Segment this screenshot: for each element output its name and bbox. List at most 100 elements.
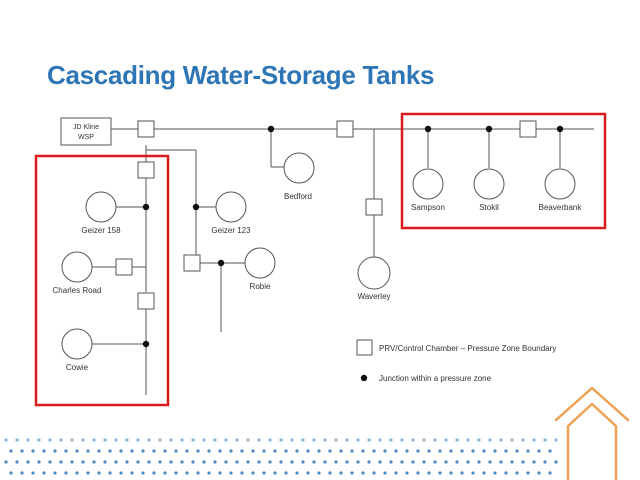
decorative-dot	[389, 438, 393, 442]
decorative-dot	[537, 449, 541, 453]
decorative-dot	[251, 471, 255, 475]
decorative-dot	[273, 449, 277, 453]
decorative-dot	[416, 449, 420, 453]
decorative-dot	[400, 460, 404, 464]
decorative-dot	[488, 460, 492, 464]
decorative-dot	[361, 449, 365, 453]
label-geizer158: Geizer 158	[81, 226, 121, 235]
tank-waverley	[357, 256, 391, 290]
decorative-dot	[548, 471, 552, 475]
decorative-dot	[213, 460, 217, 464]
prv-chamber-western	[137, 161, 155, 179]
decorative-dot	[405, 449, 409, 453]
decorative-dot	[64, 449, 68, 453]
decorative-dot	[273, 471, 277, 475]
label-bedford: Bedford	[284, 192, 312, 201]
decorative-dot	[169, 438, 173, 442]
decorative-dot	[455, 460, 459, 464]
tank-geizer123	[215, 191, 247, 223]
source-label-line1: JD Kline	[73, 124, 99, 131]
decorative-dot	[180, 460, 184, 464]
label-geizer123: Geizer 123	[211, 226, 251, 235]
decorative-dot	[257, 460, 261, 464]
tank-geizer158	[85, 191, 117, 223]
decorative-dot	[521, 460, 525, 464]
decorative-dot	[114, 438, 118, 442]
junction-beaverbank	[556, 125, 564, 133]
decorative-dot	[136, 438, 140, 442]
decorative-dot	[532, 438, 536, 442]
tank-sampson	[412, 168, 444, 200]
legend: PRV/Control Chamber – Pressure Zone Boun…	[356, 339, 556, 383]
decorative-dot	[372, 471, 376, 475]
decorative-dot	[53, 449, 57, 453]
decorative-dot	[48, 460, 52, 464]
decorative-dot	[141, 471, 145, 475]
decorative-dot	[290, 460, 294, 464]
decorative-dot	[455, 438, 459, 442]
decorative-dot	[75, 471, 79, 475]
decorative-dot	[334, 438, 338, 442]
decorative-dot	[81, 438, 85, 442]
decorative-dot	[53, 471, 57, 475]
decorative-dot	[125, 460, 129, 464]
source-label-line2: WSP	[78, 134, 94, 141]
prv-chamber-zone-b	[137, 292, 155, 310]
decorative-dot	[466, 460, 470, 464]
tank-beaverbank	[544, 168, 576, 200]
decorative-dot	[526, 471, 530, 475]
decorative-dot	[103, 460, 107, 464]
decorative-dot	[92, 460, 96, 464]
decorative-dot	[306, 471, 310, 475]
decorative-dot	[174, 471, 178, 475]
decorative-dot	[548, 449, 552, 453]
decorative-dot	[460, 449, 464, 453]
decorative-dot	[378, 460, 382, 464]
decorative-dot	[4, 438, 8, 442]
house-outline-inner	[566, 402, 618, 480]
decorative-dot	[224, 438, 228, 442]
decorative-dot	[147, 438, 151, 442]
decorative-dot	[378, 438, 382, 442]
prv-chamber-bedford	[336, 120, 354, 138]
decorative-dot	[141, 449, 145, 453]
decorative-dot	[20, 449, 24, 453]
decorative-dot	[279, 438, 283, 442]
decorative-dot	[268, 460, 272, 464]
decorative-dot	[235, 438, 239, 442]
decorative-dot	[493, 471, 497, 475]
tank-stokil	[473, 168, 505, 200]
decorative-dot	[196, 471, 200, 475]
decorative-dot	[554, 438, 558, 442]
decorative-dot	[31, 449, 35, 453]
junction-bedford	[267, 125, 275, 133]
decorative-dot	[114, 460, 118, 464]
decorative-dot	[103, 438, 107, 442]
decorative-dot	[202, 438, 206, 442]
decorative-dot	[26, 460, 30, 464]
tank-charles-road	[61, 251, 93, 283]
decorative-dot	[449, 471, 453, 475]
decorative-dot	[119, 449, 123, 453]
decorative-dot	[323, 438, 327, 442]
decorative-dot	[416, 471, 420, 475]
tank-bedford	[283, 152, 315, 184]
prv-chamber-main	[137, 120, 155, 138]
decorative-dot	[372, 449, 376, 453]
decorative-dot	[42, 449, 46, 453]
prv-chamber-east	[519, 120, 537, 138]
decorative-dot	[295, 471, 299, 475]
source-box	[60, 117, 112, 146]
decorative-dot	[246, 438, 250, 442]
decorative-dot	[20, 471, 24, 475]
decorative-dot	[92, 438, 96, 442]
decorative-dot	[444, 438, 448, 442]
decorative-dot	[213, 438, 217, 442]
decorative-dot	[433, 438, 437, 442]
decorative-dot	[345, 460, 349, 464]
decorative-dot	[504, 449, 508, 453]
decorative-dot	[554, 460, 558, 464]
decorative-dot	[158, 460, 162, 464]
decorative-dot	[444, 460, 448, 464]
decorative-dot	[31, 471, 35, 475]
